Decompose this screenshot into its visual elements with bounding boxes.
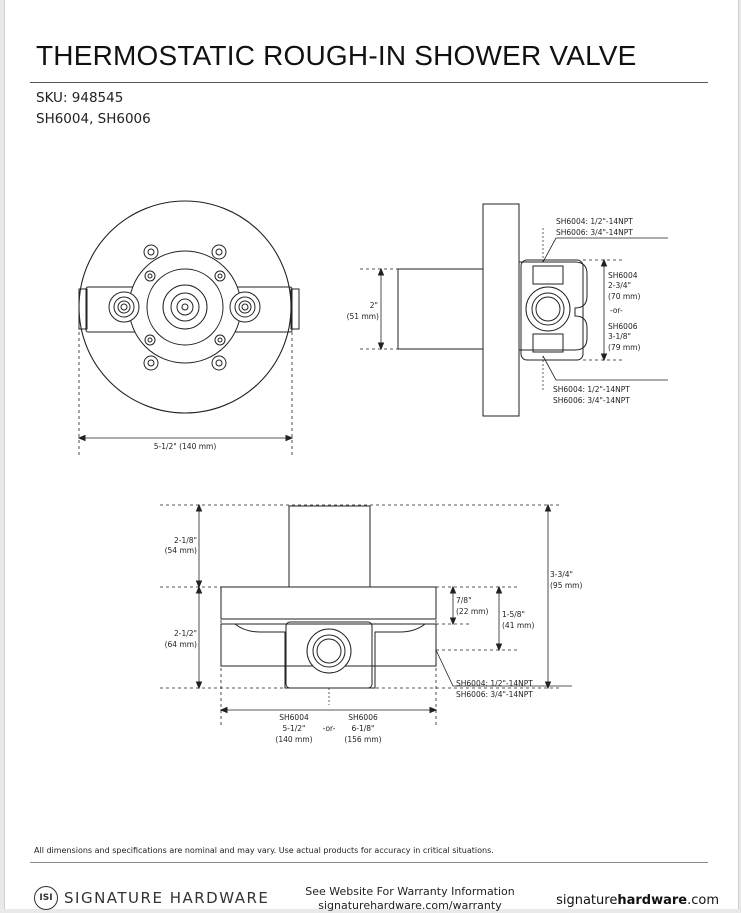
- side-depth-a-metric: (70 mm): [608, 292, 640, 301]
- top-width-model-b: SH6006: [348, 713, 378, 722]
- side-view: [360, 203, 668, 417]
- top-plate-dim-imperial: 7/8": [456, 596, 472, 605]
- brand-block: ISI SIGNATURE HARDWARE: [34, 886, 269, 910]
- top-width-b-metric: (156 mm): [344, 735, 381, 744]
- front-width-dimension: 5-1/2" (140 mm): [154, 442, 217, 451]
- side-depth-model-b: SH6006: [608, 322, 638, 331]
- side-inlet-top-sh6006: SH6006: 3/4"-14NPT: [556, 228, 633, 237]
- top-port-sh6004: SH6004: 1/2"-14NPT: [456, 679, 533, 688]
- top-plate-dim-metric: (22 mm): [456, 607, 488, 616]
- website-bold: hardware: [617, 893, 688, 908]
- side-depth-a-imperial: 2-3/4": [608, 281, 631, 290]
- side-inlet-top-sh6004: SH6004: 1/2"-14NPT: [556, 217, 633, 226]
- top-total-dim-metric: (95 mm): [550, 581, 582, 590]
- spec-sheet-page: [4, 0, 739, 909]
- side-depth-or: -or-: [610, 306, 623, 315]
- document-title: THERMOSTATIC ROUGH-IN SHOWER VALVE: [36, 40, 637, 71]
- warranty-link[interactable]: signaturehardware.com/warranty: [318, 899, 502, 912]
- website-link[interactable]: signaturehardware.com: [556, 893, 719, 908]
- side-inlet-bottom-sh6006: SH6006: 3/4"-14NPT: [553, 396, 630, 405]
- website-suffix: .com: [687, 893, 719, 908]
- cartridge-length-imperial: 2": [370, 301, 378, 310]
- top-lower-dim-metric: (64 mm): [165, 640, 197, 649]
- footer-divider: [30, 862, 708, 863]
- top-width-or: -or-: [323, 724, 336, 733]
- front-view: [77, 200, 300, 455]
- side-depth-b-imperial: 3-1/8": [608, 332, 631, 341]
- top-width-a-imperial: 5-1/2": [283, 724, 306, 733]
- disclaimer-text: All dimensions and specifications are no…: [34, 846, 494, 855]
- top-width-b-imperial: 6-1/8": [352, 724, 375, 733]
- top-upper-dim-imperial: 2-1/8": [174, 536, 197, 545]
- title-divider: [30, 82, 708, 83]
- top-upper-dim-metric: (54 mm): [165, 546, 197, 555]
- top-view: [160, 503, 572, 728]
- website-prefix: signature: [556, 893, 618, 908]
- top-width-model-a: SH6004: [279, 713, 309, 722]
- side-inlet-bottom-sh6004: SH6004: 1/2"-14NPT: [553, 385, 630, 394]
- side-depth-b-metric: (79 mm): [608, 343, 640, 352]
- top-lower-dim-imperial: 2-1/2": [174, 629, 197, 638]
- top-width-a-metric: (140 mm): [275, 735, 312, 744]
- sku-label: SKU: 948545: [36, 90, 124, 106]
- top-body-dim-metric: (41 mm): [502, 621, 534, 630]
- brand-logo-icon: ISI: [34, 886, 58, 910]
- top-body-dim-imperial: 1-5/8": [502, 610, 525, 619]
- cartridge-length-metric: (51 mm): [347, 312, 379, 321]
- warranty-heading: See Website For Warranty Information: [305, 885, 515, 898]
- model-numbers: SH6004, SH6006: [36, 111, 151, 127]
- brand-name: SIGNATURE HARDWARE: [64, 889, 270, 907]
- top-port-sh6006: SH6006: 3/4"-14NPT: [456, 690, 533, 699]
- side-depth-model-a: SH6004: [608, 271, 638, 280]
- top-total-dim-imperial: 3-3/4": [550, 570, 573, 579]
